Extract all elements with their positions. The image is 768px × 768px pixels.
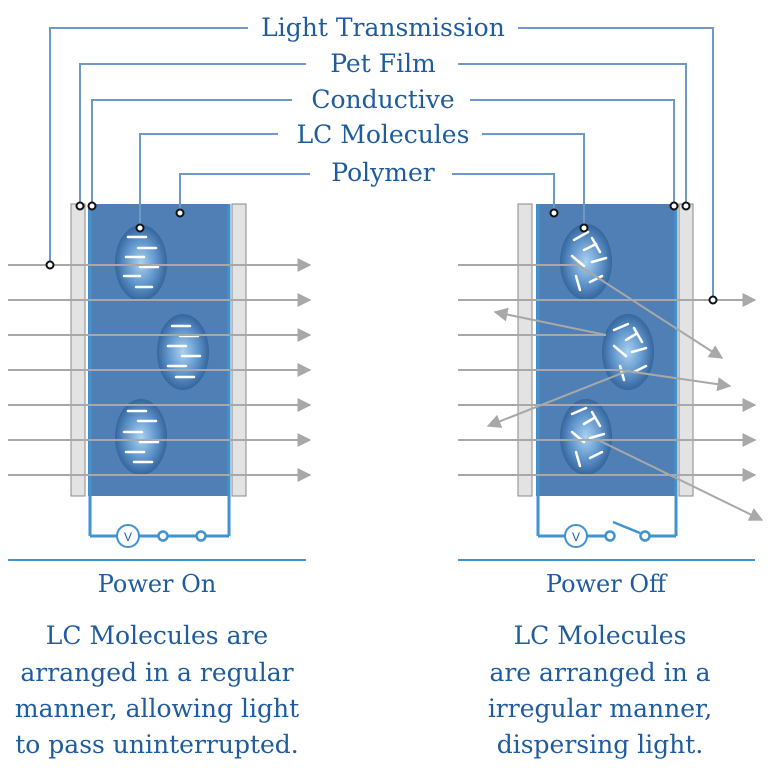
- description-line: dispersing light.: [497, 730, 704, 759]
- pet-film-left-outer: [70, 203, 86, 497]
- light-rays-scattered: [458, 264, 764, 521]
- light-rays-straight: [8, 258, 312, 482]
- lc-droplet: [115, 399, 167, 475]
- description-line: are arranged in a: [489, 658, 710, 687]
- description-line: irregular manner,: [488, 694, 712, 723]
- description-line: arranged in a regular: [20, 658, 293, 687]
- description-line: LC Molecules: [514, 621, 687, 650]
- label-polymer: Polymer: [331, 158, 434, 187]
- switch-closed: [157, 530, 207, 542]
- voltmeter: V: [116, 524, 140, 548]
- description-line: to pass uninterrupted.: [15, 730, 299, 759]
- lc-droplet: [157, 314, 209, 390]
- lc-droplet: [560, 399, 612, 475]
- panel-title-power-off: Power Off: [546, 570, 668, 598]
- panel-title-power-on: Power On: [98, 570, 217, 598]
- pet-film-left-inner: [231, 203, 247, 497]
- description-line: LC Molecules are: [46, 621, 268, 650]
- svg-text:V: V: [124, 530, 132, 544]
- label-lc-molecules: LC Molecules: [297, 120, 470, 149]
- voltmeter: V: [564, 524, 588, 548]
- svg-text:V: V: [572, 530, 580, 544]
- lc-droplet: [115, 225, 167, 301]
- label-conductive: Conductive: [311, 85, 454, 114]
- label-light-transmission: Light Transmission: [261, 13, 505, 42]
- panel-power-on: V: [8, 203, 312, 561]
- pet-film-right-outer: [678, 203, 694, 497]
- label-pet-film: Pet Film: [330, 49, 436, 78]
- pet-film-right-inner: [517, 203, 533, 497]
- leader-endpoints: [45, 201, 718, 305]
- lc-droplet: [560, 224, 612, 300]
- panel-power-off: V: [458, 203, 764, 561]
- leader-lines: [49, 27, 714, 300]
- switch-open: [604, 520, 651, 542]
- description-line: manner, allowing light: [15, 694, 299, 723]
